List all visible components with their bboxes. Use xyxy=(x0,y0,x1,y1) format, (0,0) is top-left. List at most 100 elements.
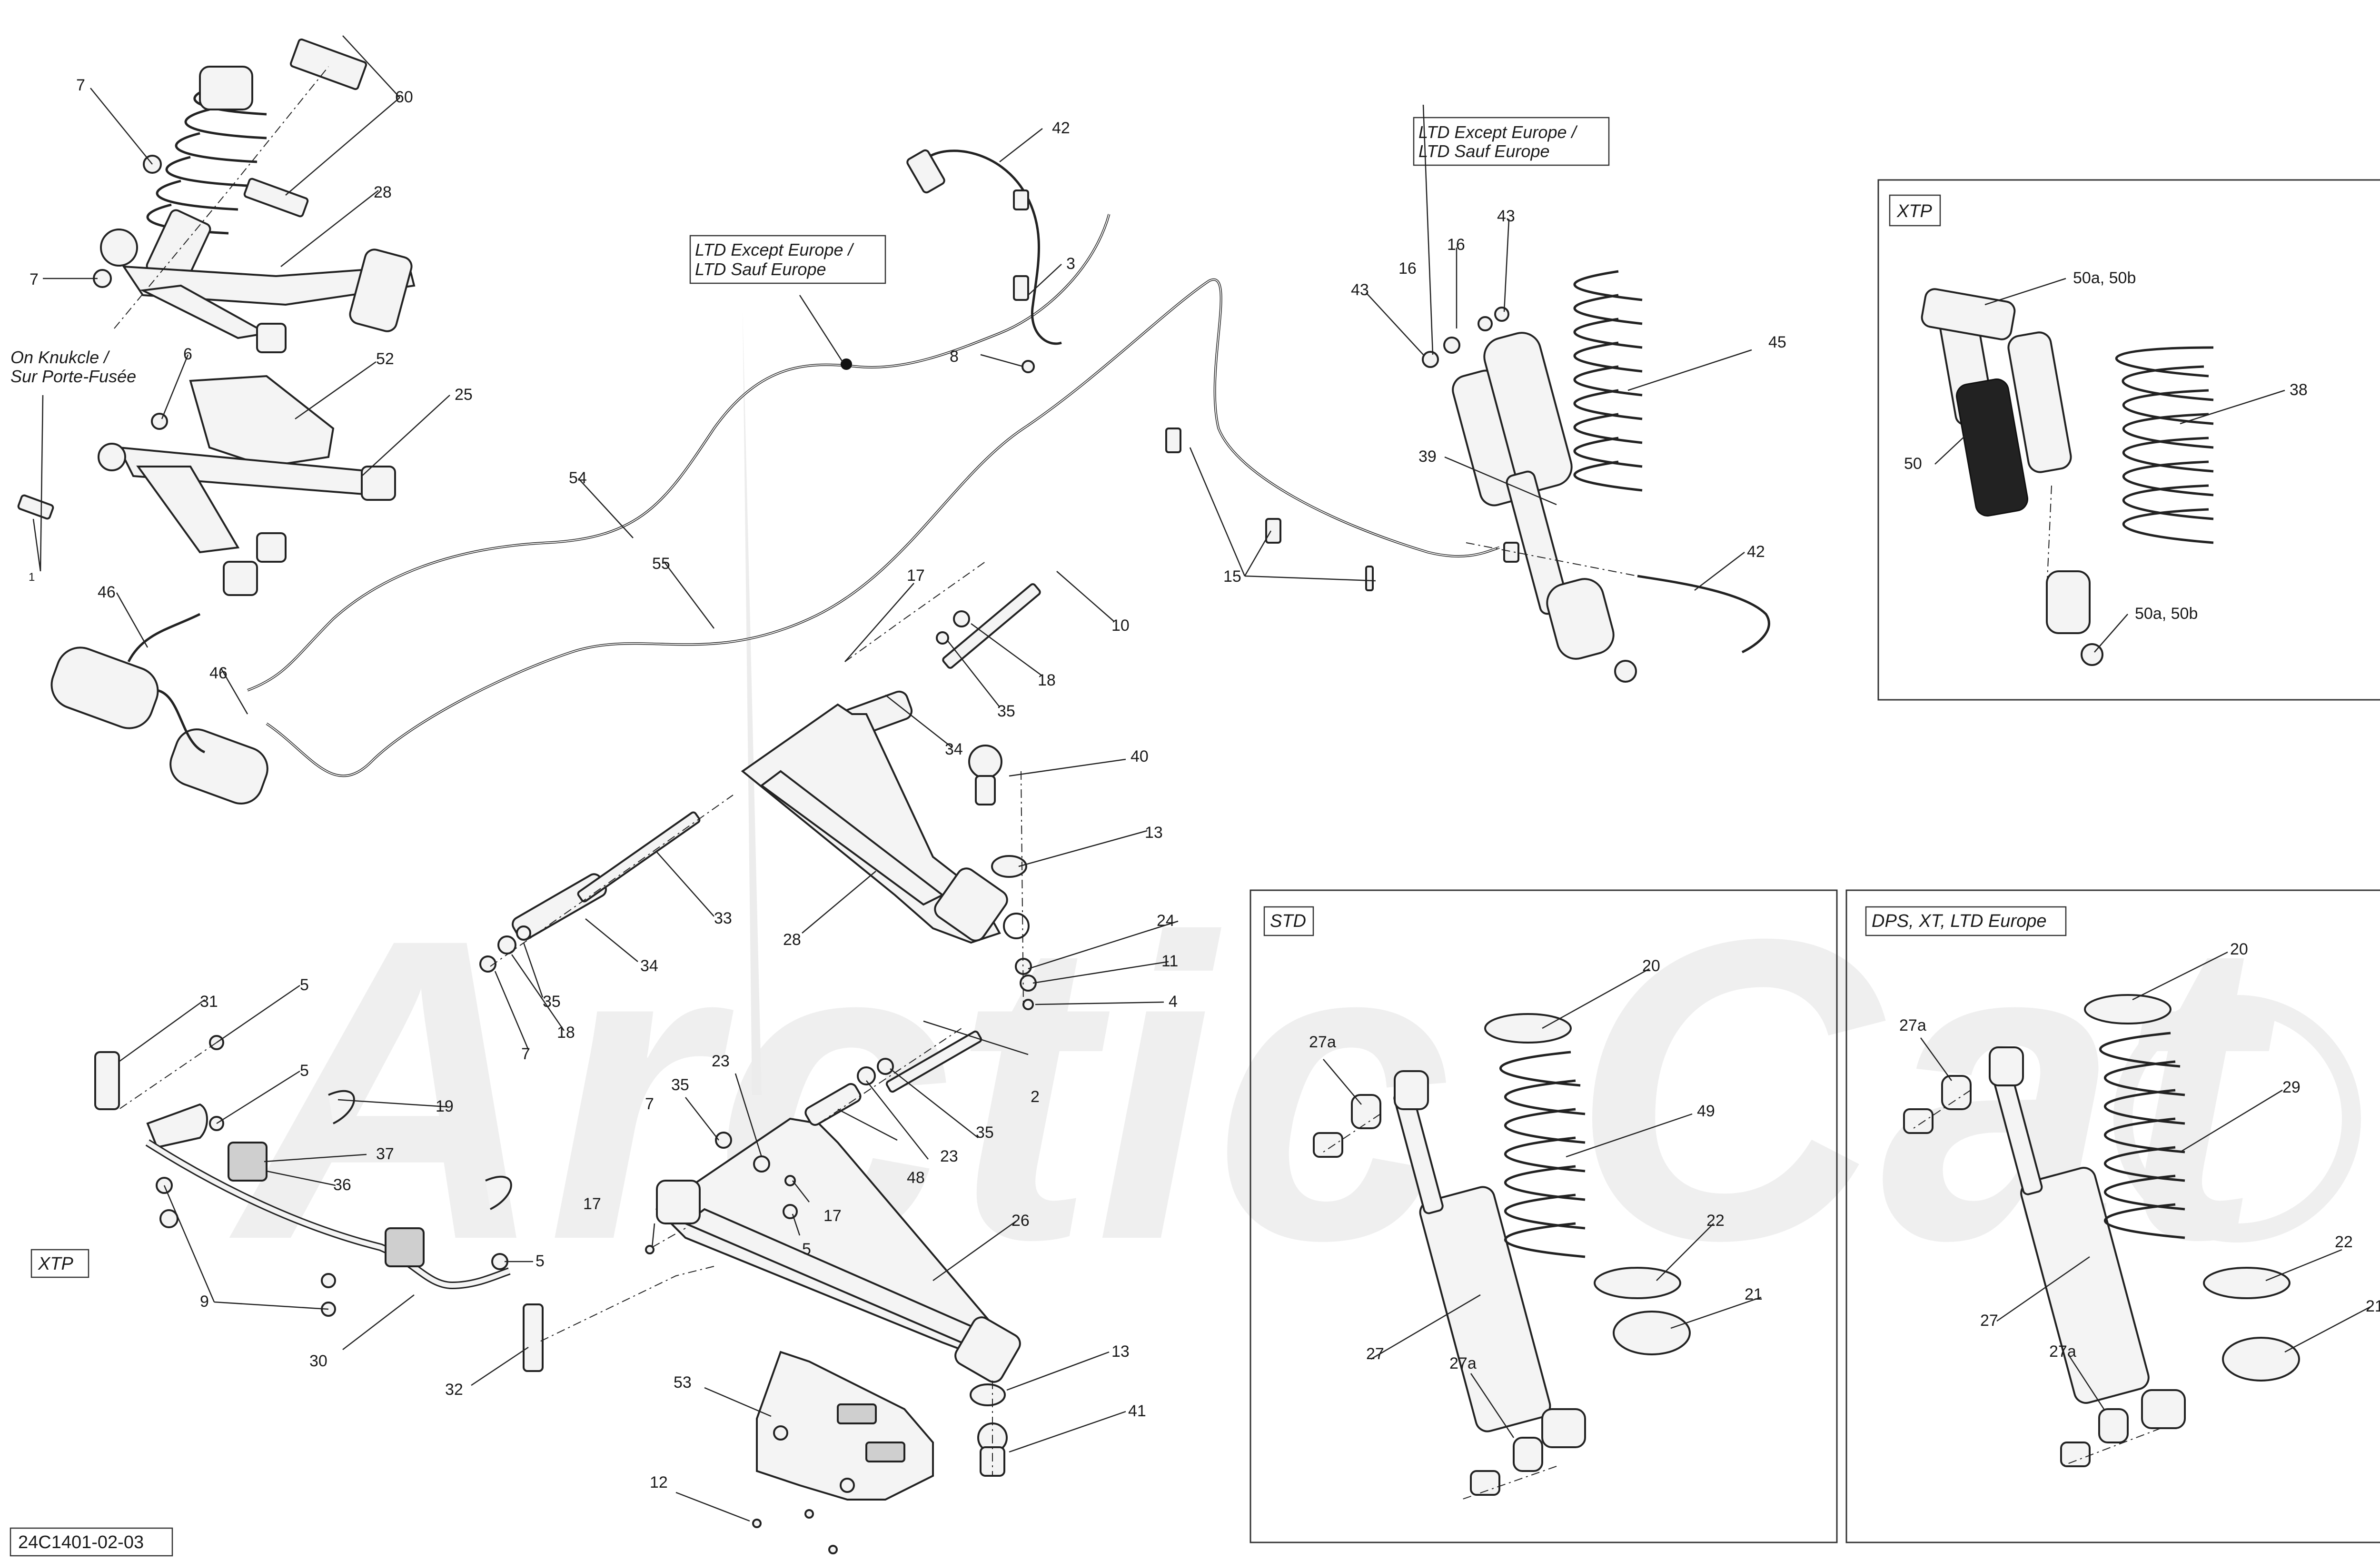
note-ltd2-line1: LTD Except Europe / xyxy=(1418,122,1578,142)
dps-box-title: DPS, XT, LTD Europe xyxy=(1872,911,2047,931)
callout-42: 42 xyxy=(1747,543,1765,561)
callout-5: 5 xyxy=(300,976,309,994)
note-ltd2-line2: LTD Sauf Europe xyxy=(1418,141,1549,161)
callout-55: 55 xyxy=(652,555,670,573)
callout-36: 36 xyxy=(333,1176,351,1194)
lower-control-arm-top-left xyxy=(122,249,416,353)
callout-23: 23 xyxy=(940,1147,958,1165)
std-detail-box: STD xyxy=(1250,889,1838,1543)
callout-8: 8 xyxy=(950,348,959,366)
callout-43: 43 xyxy=(1497,207,1515,225)
callout-5: 5 xyxy=(802,1240,811,1258)
callout-7: 7 xyxy=(30,270,39,288)
watermark-spire xyxy=(743,309,762,1095)
callout-53: 53 xyxy=(674,1373,692,1392)
callout-28: 28 xyxy=(374,183,392,201)
callout-45: 45 xyxy=(1768,333,1786,351)
callout-17: 17 xyxy=(583,1195,601,1213)
callout-35: 35 xyxy=(976,1124,994,1142)
xtp-detail-box: XTP xyxy=(1877,179,2380,701)
callout-27a: 27a xyxy=(2049,1342,2076,1361)
callout-27a: 27a xyxy=(1309,1033,1336,1051)
callout-18: 18 xyxy=(1038,671,1056,689)
callout-27: 27 xyxy=(1980,1312,1998,1330)
dps-detail-box: DPS, XT, LTD Europe xyxy=(1845,889,2380,1543)
note-ltd-except-left: LTD Except Europe / LTD Sauf Europe xyxy=(689,235,886,284)
callout-9: 9 xyxy=(200,1293,209,1311)
callout-48: 48 xyxy=(907,1169,925,1187)
note-on-knuckle: On Knukcle / Sur Porte-Fusée xyxy=(10,348,136,386)
callout-6: 6 xyxy=(183,345,192,363)
callout-13: 13 xyxy=(1111,1342,1130,1361)
callout-18: 18 xyxy=(557,1024,575,1042)
callout-34: 34 xyxy=(640,957,658,975)
drawing-number-label: 24C1401-02-03 xyxy=(10,1527,173,1557)
callout-38: 38 xyxy=(2290,381,2308,399)
callout-35: 35 xyxy=(997,702,1015,720)
callout-22: 22 xyxy=(1706,1212,1725,1230)
upper-a-arm-assembly xyxy=(479,583,1041,1010)
callout-31: 31 xyxy=(200,993,218,1011)
callout-5: 5 xyxy=(300,1062,309,1080)
callout-26: 26 xyxy=(1012,1212,1030,1230)
callout-16: 16 xyxy=(1398,259,1417,278)
callout-12: 12 xyxy=(650,1473,668,1491)
callout-labels: 7 60 28 7 6 52 25 1 54 55 46 46 42 3 8 1… xyxy=(29,76,2380,1491)
note-on-knuckle-line1: On Knukcle / xyxy=(10,348,110,367)
callout-50: 50 xyxy=(1904,455,1922,473)
callout-40: 40 xyxy=(1130,747,1149,766)
callout-52: 52 xyxy=(376,350,394,368)
knuckle-arm-left xyxy=(98,375,396,596)
callout-25: 25 xyxy=(455,386,473,404)
xtp-box-title: XTP xyxy=(1896,201,1933,221)
assembly-center-lines xyxy=(114,66,2162,1500)
callout-41: 41 xyxy=(1128,1402,1146,1420)
callout-10: 10 xyxy=(1111,616,1130,635)
callout-49: 49 xyxy=(1697,1102,1715,1120)
callout-7: 7 xyxy=(645,1095,654,1113)
callout-60: 60 xyxy=(395,88,413,106)
callout-5: 5 xyxy=(536,1252,545,1270)
callout-27: 27 xyxy=(1366,1345,1384,1363)
note-xtp-small-text: XTP xyxy=(38,1254,74,1274)
leader-lines xyxy=(32,35,2371,1522)
callout-46: 46 xyxy=(98,583,116,601)
note-ltd-line1: LTD Except Europe / xyxy=(695,240,854,259)
callout-22: 22 xyxy=(2335,1233,2353,1251)
front-shock-ltd xyxy=(1165,270,1770,683)
callout-32: 32 xyxy=(445,1381,463,1399)
callout-28: 28 xyxy=(783,931,801,949)
coil-spring-top-left xyxy=(100,66,267,286)
lower-a-arm-assembly xyxy=(645,1030,1021,1477)
callout-13: 13 xyxy=(1145,824,1163,842)
callout-4: 4 xyxy=(1169,993,1178,1011)
callout-46: 46 xyxy=(209,664,228,682)
callout-16: 16 xyxy=(1447,236,1465,254)
note-on-knuckle-line2: Sur Porte-Fusée xyxy=(10,367,136,386)
callout-50a-50b: 50a, 50b xyxy=(2073,269,2136,287)
drawing-number: 24C1401-02-03 xyxy=(18,1532,144,1552)
callout-1: 1 xyxy=(29,571,35,584)
callout-20: 20 xyxy=(1642,957,1660,975)
callout-50a-50b: 50a, 50b xyxy=(2135,605,2198,623)
remote-reservoirs-left xyxy=(50,613,268,805)
callout-7: 7 xyxy=(521,1045,530,1063)
note-xtp-small: XTP xyxy=(30,1249,89,1278)
callout-37: 37 xyxy=(376,1145,394,1163)
std-box-title: STD xyxy=(1270,911,1306,931)
callout-2: 2 xyxy=(1031,1088,1040,1106)
callout-17: 17 xyxy=(907,567,925,585)
callout-3: 3 xyxy=(1066,255,1075,273)
callout-35: 35 xyxy=(543,993,561,1011)
shock-assembly-top-left xyxy=(17,38,416,596)
callout-39: 39 xyxy=(1418,447,1437,466)
callout-21: 21 xyxy=(2366,1297,2380,1315)
brake-hose-top xyxy=(906,149,1062,373)
callout-33: 33 xyxy=(714,909,732,927)
callout-15: 15 xyxy=(1223,567,1241,586)
callout-7: 7 xyxy=(76,76,85,94)
callout-11: 11 xyxy=(1161,952,1178,970)
callout-29: 29 xyxy=(2282,1078,2301,1096)
watermark-wheel xyxy=(2113,995,2361,1243)
callout-43: 43 xyxy=(1351,281,1369,299)
